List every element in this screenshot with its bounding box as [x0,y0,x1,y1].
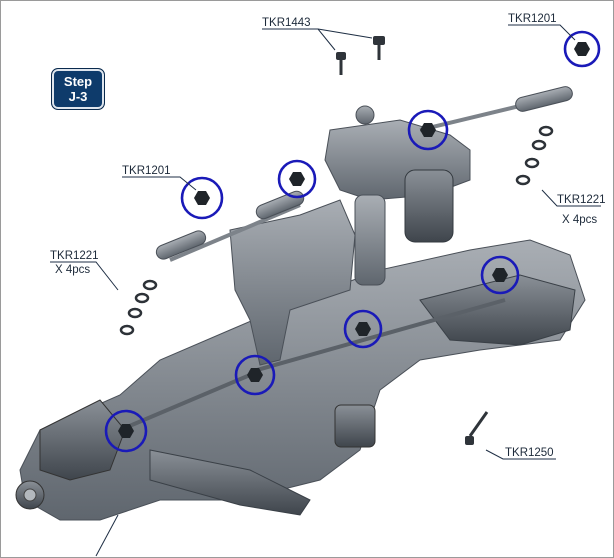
leader-tkr1443 [262,28,336,51]
rod-end-left-outer [155,230,207,260]
label-tkr1250: TKR1250 [505,447,554,459]
chassis-assembly [15,105,586,521]
post-column [354,194,386,286]
leader-tkr1443-b [317,28,373,39]
center-tower-plate [229,199,356,366]
front-link-lower [119,373,251,432]
top-ball-stud [355,105,375,125]
nut [492,268,508,282]
nut [420,123,436,137]
highlight-circles [104,30,601,453]
label-tkr1221-right: TKR1221 [557,194,606,206]
highlight-circle [343,309,383,349]
step-number: J-3 [68,89,88,104]
leader-tkr1250 [485,449,556,460]
screw-tkr1250 [465,411,489,445]
label-tkr1443: TKR1443 [262,17,311,29]
turnbuckle-links [119,86,573,432]
highlight-circle [480,255,520,295]
leader-tkr1221-left [50,261,119,291]
nut [355,322,371,336]
label-tkr1201-left: TKR1201 [122,165,171,177]
highlight-circle [407,109,449,151]
screw-tkr1443-a [336,52,346,75]
nut [118,424,134,438]
upper-link-left [169,203,301,262]
shock-body [404,169,454,243]
label-tkr1221-left: TKR1221 [50,250,99,262]
highlight-circle [234,354,276,396]
highlight-circle [277,159,317,199]
leader-tkr1221-right [541,189,601,207]
nut [574,42,590,56]
label-tkr1221-right-qty: X 4pcs [562,214,597,226]
washers-left [119,279,158,336]
nut [194,191,210,205]
leader-lines [50,24,601,557]
rod-end-right [515,86,573,112]
highlight-circle [563,30,601,68]
leader-tkr1201-top [508,24,576,41]
front-hub-center [23,488,37,502]
label-tkr1221-left-qty: X 4pcs [55,264,90,276]
leader-tkr1201-left [122,176,197,191]
highlight-circle [104,409,148,453]
lock-nuts [118,42,590,438]
leader-bottom-left [95,514,119,557]
washers-right [515,125,554,186]
highlight-circle [180,176,224,220]
label-tkr1201-top: TKR1201 [508,13,557,25]
nut [247,368,263,382]
step-word: Step [63,74,93,89]
front-knuckle [39,399,126,481]
hardware [119,36,554,445]
rear-arm-right [419,274,576,346]
step-badge: Step J-3 [51,68,105,110]
front-arm-lower [149,449,311,516]
nut [289,172,305,186]
steering-rod [249,298,506,374]
servo-saver [334,404,376,448]
screw-tkr1443-b [373,36,385,60]
